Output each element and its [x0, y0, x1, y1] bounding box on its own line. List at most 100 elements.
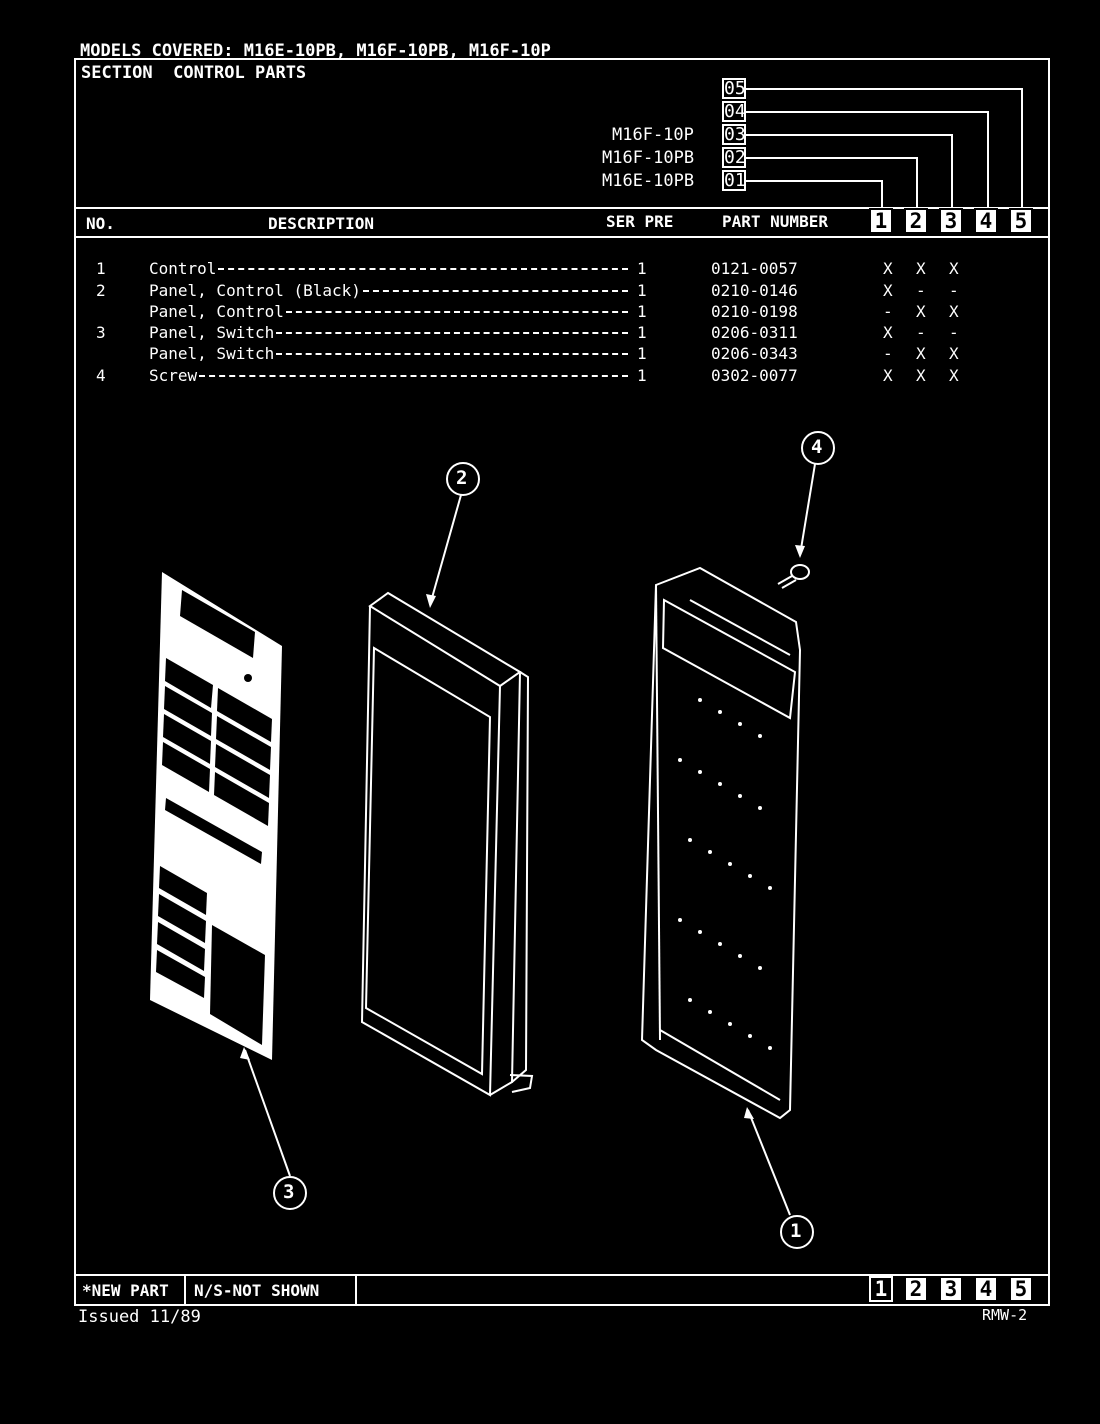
- footer-model-column-3: 3: [939, 1276, 963, 1302]
- part-no: 2: [96, 281, 106, 300]
- model-2-fit: -: [916, 323, 926, 342]
- part-description: Panel, Switch: [149, 344, 275, 363]
- model-3-fit: X: [949, 344, 959, 363]
- callout-circles: [273, 431, 835, 1249]
- new-part-legend: *NEW PART: [82, 1281, 169, 1300]
- control-panel-illustration: [360, 591, 534, 1097]
- model-2-fit: X: [916, 302, 926, 321]
- model-code-leader-lines: [746, 88, 1023, 208]
- model-1-fit: X: [883, 323, 893, 342]
- part-qty: 1: [637, 323, 647, 342]
- switch-panel-illustration: [150, 572, 282, 1060]
- model-column-5: 5: [1009, 208, 1033, 234]
- model-1-fit: X: [883, 259, 893, 278]
- part-number: 0210-0198: [711, 302, 798, 321]
- issued-date: Issued 11/89: [78, 1307, 201, 1327]
- part-description: Control: [149, 259, 217, 278]
- part-qty: 1: [637, 366, 647, 385]
- dot-leader: [276, 353, 628, 355]
- callout-arrowheads: [240, 545, 805, 1119]
- table-row: 1 Control 1 0121-0057 X X X: [0, 259, 1100, 279]
- footer-divider-1: [184, 1274, 186, 1306]
- part-qty: 1: [637, 344, 647, 363]
- page-frame: [74, 58, 1050, 1306]
- model-name-02: M16F-10PB: [602, 148, 695, 168]
- dot-leader: [285, 311, 628, 313]
- not-shown-legend: N/S-NOT SHOWN: [194, 1281, 320, 1300]
- model-2-fit: -: [916, 281, 926, 300]
- callout-label-3: 3: [283, 1181, 295, 1203]
- part-description: Screw: [149, 366, 198, 385]
- part-no: 3: [96, 323, 106, 342]
- part-qty: 1: [637, 281, 647, 300]
- model-2-fit: X: [916, 344, 926, 363]
- model-3-fit: -: [949, 323, 959, 342]
- model-code-02: 02: [722, 147, 746, 168]
- model-code-03: 03: [722, 124, 746, 145]
- footer-divider-2: [355, 1274, 357, 1306]
- footer-model-column-2: 2: [904, 1276, 928, 1302]
- column-header-part-number: PART NUMBER: [722, 212, 828, 231]
- model-column-3: 3: [939, 208, 963, 234]
- part-qty: 1: [637, 302, 647, 321]
- control-board-illustration: [640, 566, 802, 1120]
- model-code-01: 01: [722, 170, 746, 191]
- model-column-2: 2: [904, 208, 928, 234]
- footer-model-column-4: 4: [974, 1276, 998, 1302]
- model-2-fit: X: [916, 366, 926, 385]
- part-number: 0206-0311: [711, 323, 798, 342]
- model-3-fit: X: [949, 366, 959, 385]
- section-title: SECTION CONTROL PARTS: [81, 63, 307, 83]
- dot-leader: [218, 268, 628, 270]
- part-no: 1: [96, 259, 106, 278]
- callout-label-1: 1: [790, 1220, 802, 1242]
- model-name-03: M16F-10P: [612, 125, 694, 145]
- footer-model-column-1: 1: [869, 1276, 893, 1302]
- part-number: 0210-0146: [711, 281, 798, 300]
- table-row: 3 Panel, Switch 1 0206-0311 X - -: [0, 323, 1100, 343]
- model-code-05: 05: [722, 78, 746, 99]
- models-covered-title: MODELS COVERED: M16E-10PB, M16F-10PB, M1…: [80, 41, 551, 61]
- model-1-fit: X: [883, 281, 893, 300]
- callout-label-4: 4: [811, 436, 823, 458]
- dot-leader: [276, 332, 628, 334]
- header-rule-bottom: [74, 236, 1050, 238]
- model-3-fit: X: [949, 259, 959, 278]
- circuit-dots: [678, 698, 772, 1050]
- part-description: Panel, Control (Black): [149, 281, 361, 300]
- footer-rule: [74, 1274, 1050, 1276]
- dot-leader: [199, 375, 628, 377]
- model-code-04: 04: [722, 101, 746, 122]
- table-row: 4 Screw 1 0302-0077 X X X: [0, 366, 1100, 386]
- model-column-4: 4: [974, 208, 998, 234]
- column-header-no: NO.: [86, 214, 115, 233]
- part-number: 0121-0057: [711, 259, 798, 278]
- callout-label-2: 2: [456, 467, 468, 489]
- part-qty: 1: [637, 259, 647, 278]
- screw-illustration: [777, 564, 810, 589]
- model-3-fit: -: [949, 281, 959, 300]
- model-name-01: M16E-10PB: [602, 171, 695, 191]
- model-2-fit: X: [916, 259, 926, 278]
- part-number: 0302-0077: [711, 366, 798, 385]
- column-header-description: DESCRIPTION: [268, 214, 374, 233]
- table-row: Panel, Switch 1 0206-0343 - X X: [0, 344, 1100, 364]
- table-row: 2 Panel, Control (Black) 1 0210-0146 X - -: [0, 281, 1100, 301]
- part-number: 0206-0343: [711, 344, 798, 363]
- footer-model-column-5: 5: [1009, 1276, 1033, 1302]
- column-header-ser-pre: SER PRE: [606, 212, 674, 231]
- callout-leaders: [244, 463, 816, 1216]
- dot-leader: [362, 290, 628, 292]
- page-code: RMW-2: [982, 1306, 1028, 1324]
- part-description: Panel, Control: [149, 302, 284, 321]
- model-1-fit: -: [883, 302, 893, 321]
- model-1-fit: X: [883, 366, 893, 385]
- part-description: Panel, Switch: [149, 323, 275, 342]
- model-3-fit: X: [949, 302, 959, 321]
- table-row: Panel, Control 1 0210-0198 - X X: [0, 302, 1100, 322]
- model-1-fit: -: [883, 344, 893, 363]
- part-no: 4: [96, 366, 106, 385]
- model-column-1: 1: [869, 208, 893, 234]
- header-rule-top: [74, 207, 1050, 209]
